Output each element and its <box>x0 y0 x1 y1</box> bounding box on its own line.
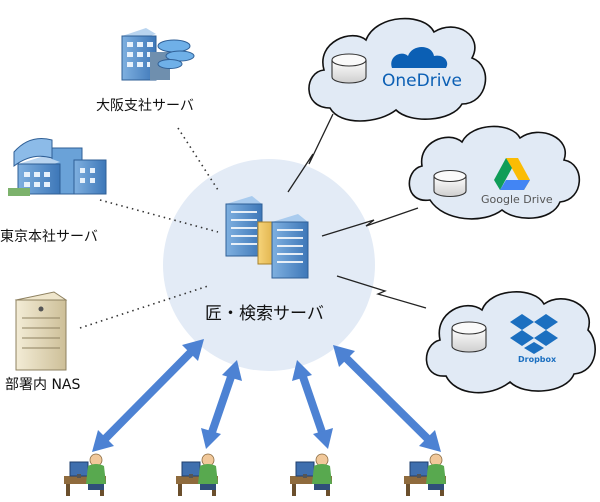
center-server-circle <box>163 159 375 371</box>
nas-label: 部署内 NAS <box>5 377 81 393</box>
dropbox-label: Dropbox <box>518 355 557 364</box>
gdrive-link <box>321 207 419 237</box>
client-arrow-4 <box>333 345 441 452</box>
database-icon <box>451 321 487 353</box>
center-server-label: 匠・検索サーバ <box>205 304 324 324</box>
client-workstation-icon <box>290 453 332 496</box>
tokyo-building-icon <box>8 138 107 196</box>
nas-connection <box>79 285 209 329</box>
client-arrow-2 <box>201 360 242 449</box>
client-workstation-icon <box>64 453 106 496</box>
nas-server-icon <box>14 291 68 371</box>
client-arrow-3 <box>292 360 333 449</box>
database-icon <box>331 53 367 84</box>
google-drive-logo-icon <box>494 158 530 190</box>
onedrive-link <box>287 113 334 193</box>
client-workstation-icon <box>404 453 446 496</box>
onedrive-label: OneDrive <box>382 71 462 91</box>
dropbox-cloud <box>425 291 596 394</box>
tokyo-server-label: 東京本社サーバ <box>0 229 98 245</box>
dropbox-link <box>336 275 427 309</box>
google-drive-label: Google Drive <box>481 193 553 206</box>
database-icon <box>433 169 467 198</box>
search-server-icon <box>225 196 309 279</box>
client-arrow-1 <box>92 339 204 452</box>
dropbox-logo-icon <box>510 314 558 354</box>
osaka-building-icon <box>121 28 195 81</box>
tokyo-connection <box>99 199 219 233</box>
onedrive-logo-icon <box>391 47 448 68</box>
osaka-connection <box>177 127 219 191</box>
client-workstation-icon <box>176 453 218 496</box>
gdrive-cloud <box>408 125 581 220</box>
onedrive-cloud <box>308 17 487 122</box>
osaka-server-label: 大阪支社サーバ <box>96 98 194 114</box>
